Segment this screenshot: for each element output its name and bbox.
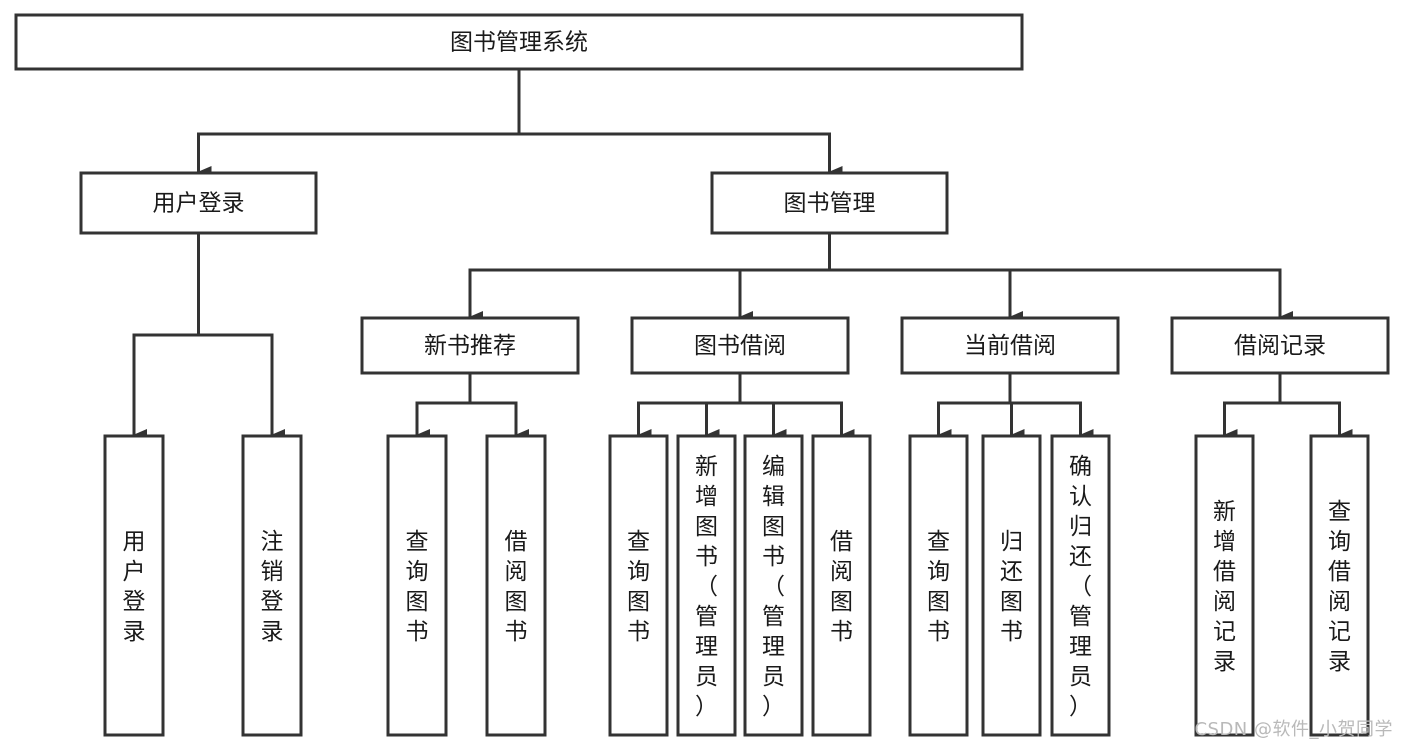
node-box-user-logout <box>241 434 303 737</box>
node-box-user-login <box>79 171 318 235</box>
node-label-cb-return-book: 归还图书 <box>1000 529 1023 645</box>
node-user-logout[interactable]: 注销登录 <box>241 434 303 737</box>
node-box-bb-query-books <box>608 434 669 737</box>
node-bb-borrow-book[interactable]: 借阅图书 <box>811 434 872 737</box>
node-label-bb-edit-book: 编辑图书（管理员） <box>762 454 785 720</box>
node-book-borrow[interactable]: 图书借阅 <box>630 316 850 375</box>
node-box-bb-add-book <box>676 434 737 737</box>
node-bb-query-books[interactable]: 查询图书 <box>608 434 669 737</box>
node-user-login[interactable]: 用户登录 <box>79 171 318 235</box>
node-label-bb-query-books: 查询图书 <box>627 529 650 645</box>
node-box-bb-edit-book <box>743 434 804 737</box>
node-label-br-query-record: 查询借阅记录 <box>1328 499 1351 675</box>
node-label-cb-confirm-return: 确认归还（管理员） <box>1069 454 1092 720</box>
node-nb-borrow-books[interactable]: 借阅图书 <box>485 434 547 737</box>
node-label-nb-query-books: 查询图书 <box>406 529 429 645</box>
node-cb-confirm-return[interactable]: 确认归还（管理员） <box>1050 434 1111 737</box>
node-box-current-borrow <box>900 316 1120 375</box>
node-box-bb-borrow-book <box>811 434 872 737</box>
node-borrow-records[interactable]: 借阅记录 <box>1170 316 1390 375</box>
node-bb-edit-book[interactable]: 编辑图书（管理员） <box>743 434 804 737</box>
diagram-nodes: 图书管理系统用户登录用户登录注销登录图书管理新书推荐查询图书借阅图书图书借阅查询… <box>14 13 1390 737</box>
node-label-bb-add-book: 新增图书（管理员） <box>695 454 718 720</box>
node-book-management[interactable]: 图书管理 <box>710 171 949 235</box>
node-box-book-management <box>710 171 949 235</box>
node-br-add-record[interactable]: 新增借阅记录 <box>1194 434 1255 737</box>
node-root[interactable]: 图书管理系统 <box>14 13 1024 71</box>
node-box-new-book-recommend <box>360 316 580 375</box>
node-label-user-login-do: 用户登录 <box>123 529 146 645</box>
node-nb-query-books[interactable]: 查询图书 <box>386 434 448 737</box>
node-label-root: 图书管理系统 <box>450 30 588 56</box>
node-label-new-book-recommend: 新书推荐 <box>424 333 516 359</box>
node-cb-return-book[interactable]: 归还图书 <box>981 434 1042 737</box>
node-current-borrow[interactable]: 当前借阅 <box>900 316 1120 375</box>
node-box-cb-return-book <box>981 434 1042 737</box>
node-bb-add-book[interactable]: 新增图书（管理员） <box>676 434 737 737</box>
node-label-book-borrow: 图书借阅 <box>694 333 786 359</box>
node-box-root <box>14 13 1024 71</box>
node-box-br-query-record <box>1309 434 1370 737</box>
node-br-query-record[interactable]: 查询借阅记录 <box>1309 434 1370 737</box>
node-label-user-logout: 注销登录 <box>261 529 284 645</box>
node-box-user-login-do <box>103 434 165 737</box>
node-cb-query-books[interactable]: 查询图书 <box>908 434 969 737</box>
node-label-cb-query-books: 查询图书 <box>927 529 950 645</box>
node-label-current-borrow: 当前借阅 <box>964 333 1056 359</box>
node-box-cb-query-books <box>908 434 969 737</box>
node-box-br-add-record <box>1194 434 1255 737</box>
node-label-book-management: 图书管理 <box>784 191 876 217</box>
node-box-book-borrow <box>630 316 850 375</box>
node-label-nb-borrow-books: 借阅图书 <box>505 529 528 645</box>
node-label-borrow-records: 借阅记录 <box>1234 333 1326 359</box>
node-box-borrow-records <box>1170 316 1390 375</box>
node-label-bb-borrow-book: 借阅图书 <box>830 529 853 645</box>
node-label-br-add-record: 新增借阅记录 <box>1213 499 1236 675</box>
connector-edges <box>132 67 1353 441</box>
node-label-user-login: 用户登录 <box>153 191 245 217</box>
node-box-nb-borrow-books <box>485 434 547 737</box>
watermark-text: CSDN @软件_小贺同学 <box>1194 719 1393 740</box>
node-user-login-do[interactable]: 用户登录 <box>103 434 165 737</box>
node-box-cb-confirm-return <box>1050 434 1111 737</box>
node-new-book-recommend[interactable]: 新书推荐 <box>360 316 580 375</box>
node-box-nb-query-books <box>386 434 448 737</box>
